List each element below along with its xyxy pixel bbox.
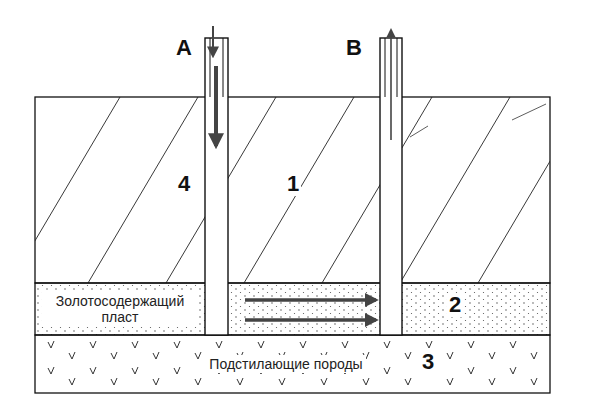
layer-label: Подстилающие породы [206,355,365,373]
flow-arrow [245,298,376,302]
callout-number: 2 [447,293,463,317]
well-a [205,38,228,335]
flow-arrow [245,318,376,322]
flow-arrow [390,30,392,140]
gold-layer [35,283,550,335]
overburden-layer [35,97,550,283]
well-label: A [174,36,194,60]
callout-number: 4 [176,172,192,196]
flow-arrow [214,66,218,146]
pipe-wall [385,38,386,97]
callout-number: 1 [285,172,301,196]
well-label: B [344,36,364,60]
crack-line [512,104,546,120]
underlying-rock [35,335,550,393]
ore-layer-band: Золотосодержащий пласт [36,284,204,334]
pipe-wall [210,38,211,97]
layer-label: Золотосодержащий пласт [42,292,198,326]
rock-layer-band: Подстилающие породы [36,336,536,392]
flow-arrow [212,26,214,56]
hatch-line [244,97,354,283]
hatch-line [322,97,432,283]
hatch-line [478,97,550,283]
hatch-line [88,97,198,283]
hatch-line [35,97,120,283]
pipe-wall [223,38,224,97]
hatching [35,97,550,283]
pipe-wall [397,38,398,97]
callout-number: 3 [420,350,436,374]
hatch-line [400,97,510,283]
crack-line [410,126,428,137]
